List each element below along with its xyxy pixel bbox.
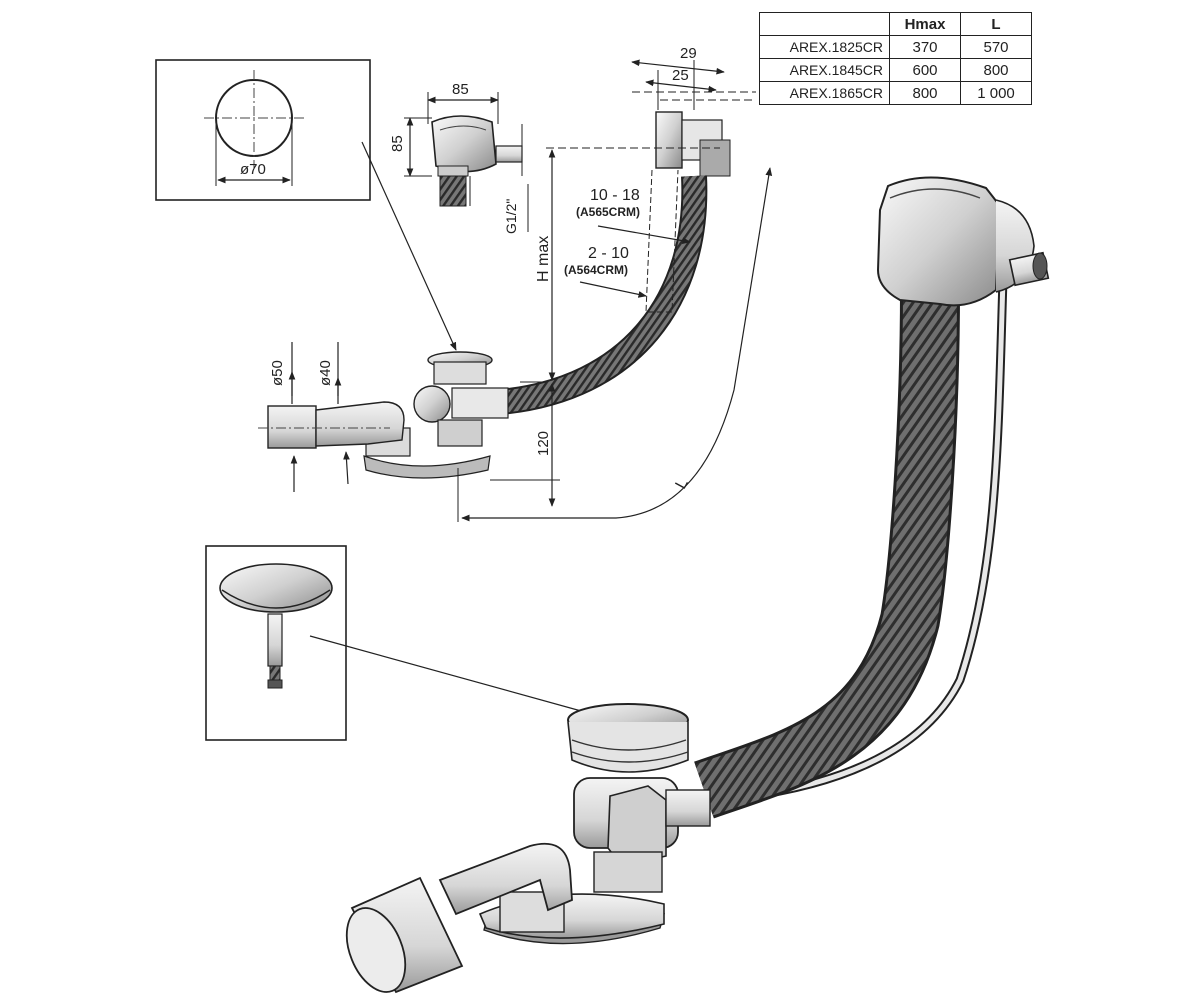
table-cell-l: 570	[960, 35, 1032, 59]
inset-plug	[205, 545, 347, 741]
inlet-dimensions: 29 25	[631, 45, 756, 110]
table-cell-hmax: 800	[889, 81, 961, 105]
table-header-row: Hmax L	[759, 12, 1032, 36]
table-row: AREX.1865CR 800 1 000	[759, 81, 1032, 105]
label-range-10-18-code: (A565CRM)	[576, 205, 640, 219]
label-range-2-10-code: (A564CRM)	[564, 263, 628, 277]
overflow-fitting-detail: 85 85 G1/2"	[389, 81, 529, 234]
label-height-85: 85	[389, 135, 406, 152]
inset-cover-diameter: ø70	[155, 59, 371, 201]
outlet-diameters: ø50 ø40	[269, 342, 350, 492]
label-dim-25: 25	[672, 67, 689, 84]
table-row: AREX.1845CR 600 800	[759, 58, 1032, 82]
label-width-85: 85	[452, 81, 469, 98]
table-row: AREX.1825CR 370 570	[759, 35, 1032, 59]
fill-ranges: 10 - 18 (A565CRM) 2 - 10 (A564CRM)	[564, 187, 691, 298]
table-header-model	[759, 12, 890, 36]
label-thread-g12: G1/2"	[503, 199, 519, 234]
label-range-2-10: 2 - 10	[588, 245, 629, 262]
table-cell-hmax: 370	[889, 35, 961, 59]
table-cell-model: AREX.1845CR	[759, 58, 890, 82]
table-header-l: L	[960, 12, 1032, 36]
label-dim-120: 120	[535, 431, 552, 456]
label-h-max: H max	[535, 236, 552, 282]
label-diameter-70: ø70	[240, 161, 266, 178]
label-dim-l: L	[673, 476, 692, 492]
table-cell-l: 800	[960, 58, 1032, 82]
table-cell-l: 1 000	[960, 81, 1032, 105]
label-dim-29: 29	[680, 45, 697, 62]
label-diameter-40: ø40	[317, 360, 334, 386]
label-range-10-18: 10 - 18	[590, 187, 640, 204]
table-cell-model: AREX.1865CR	[759, 81, 890, 105]
table-cell-hmax: 600	[889, 58, 961, 82]
table-header-hmax: Hmax	[889, 12, 961, 36]
main-assembly	[345, 176, 1050, 994]
table-cell-model: AREX.1825CR	[759, 35, 890, 59]
label-diameter-50: ø50	[269, 360, 286, 386]
model-spec-table: Hmax L AREX.1825CR 370 570 AREX.1845CR 6…	[759, 12, 1032, 105]
